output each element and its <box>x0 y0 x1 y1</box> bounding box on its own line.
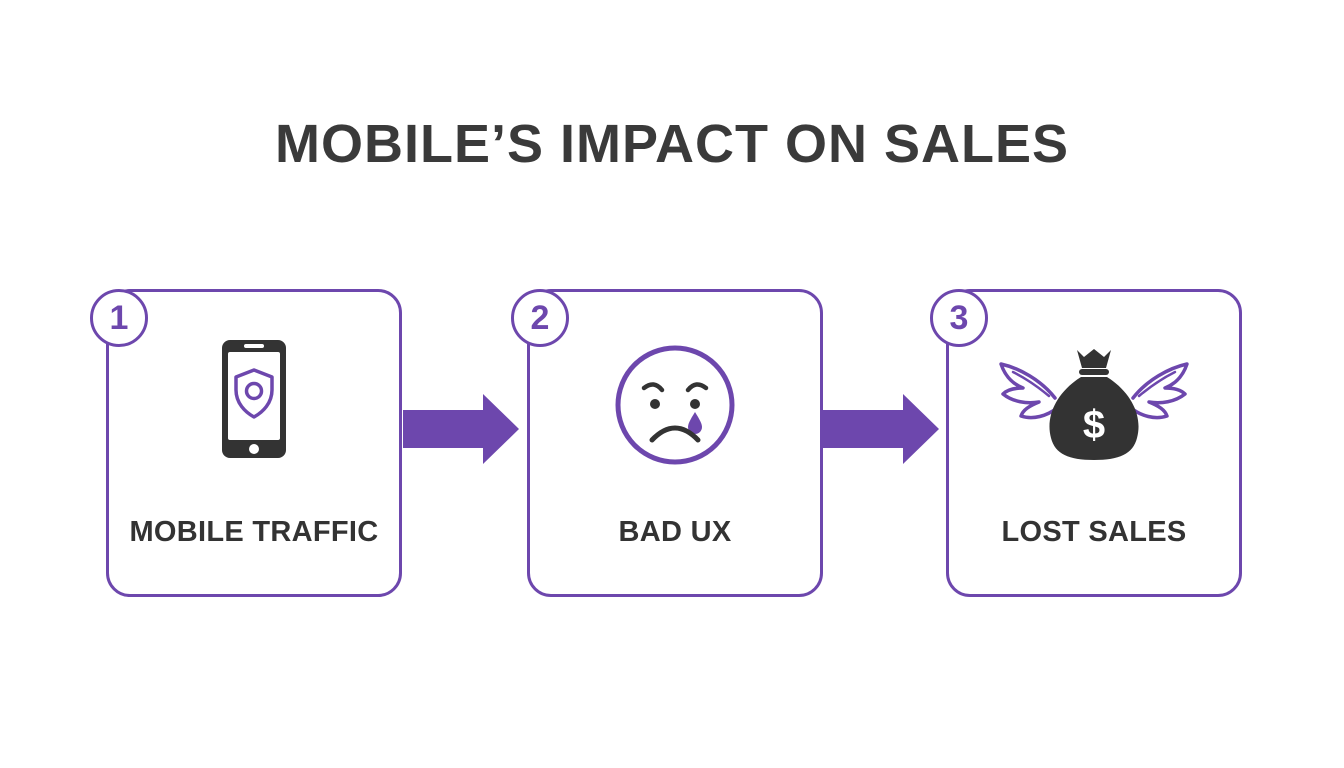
step-label: BAD UX <box>618 516 732 548</box>
arrow-right-icon <box>823 394 939 464</box>
money-bag-wings-icon: $ <box>997 346 1191 467</box>
svg-text:$: $ <box>1083 403 1105 447</box>
step-card-bad-ux: BAD UX <box>527 289 823 597</box>
step-label: LOST SALES <box>1001 516 1187 548</box>
sad-face-tear-icon <box>614 344 736 471</box>
step-card-mobile-traffic: MOBILE TRAFFIC <box>106 289 402 597</box>
step-card-lost-sales: $ LOST SALES <box>946 289 1242 597</box>
step-number-badge: 2 <box>511 289 569 347</box>
diagram-title: MOBILE’S IMPACT ON SALES <box>274 114 1070 174</box>
arrow-right-icon <box>403 394 519 464</box>
smartphone-shield-icon <box>218 336 290 467</box>
step-number-badge: 1 <box>90 289 148 347</box>
step-number-badge: 3 <box>930 289 988 347</box>
step-label: MOBILE TRAFFIC <box>129 516 379 548</box>
